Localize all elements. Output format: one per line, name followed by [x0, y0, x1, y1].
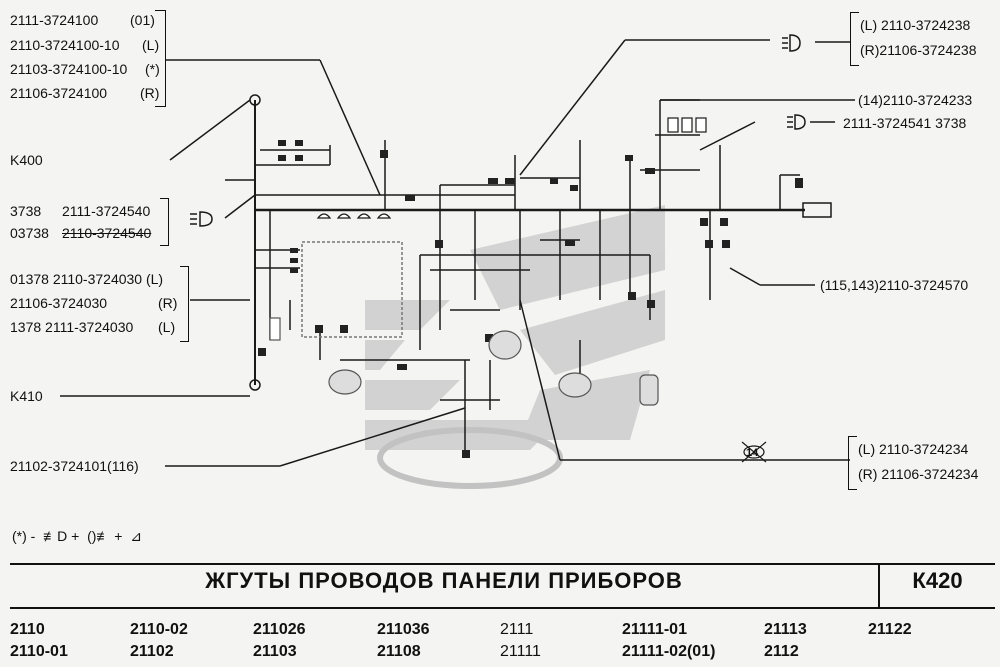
- headlight-icon: [190, 34, 806, 227]
- part-label: 2110-3724100-10: [10, 37, 120, 53]
- k400-label: K400: [10, 152, 43, 168]
- model: 2112: [764, 643, 799, 660]
- k410-label: K410: [10, 388, 43, 404]
- part-label: (L) 2110-3724238: [860, 17, 971, 33]
- part-label: (R) 21106-3724234: [858, 466, 979, 482]
- diagram-code: К420: [912, 568, 963, 593]
- bracket: [160, 198, 169, 246]
- title-divider: [878, 563, 880, 607]
- harness-label: 21106-3724030: [10, 295, 108, 311]
- seat-heater-icon: ⊿: [130, 528, 142, 544]
- harness-variant: (R): [158, 295, 178, 311]
- harness-label: 01378 2110-3724030 (L): [10, 271, 164, 287]
- part-label: (14)2110-3724233: [858, 92, 973, 108]
- part-label: 21106-3724100: [10, 85, 108, 101]
- bottom-part-label: 21102-3724101(116): [10, 458, 139, 474]
- page-title: ЖГУТЫ ПРОВОДОВ ПАНЕЛИ ПРИБОРОВ: [205, 568, 683, 593]
- harness-label: 1378 2111-3724030: [10, 319, 134, 335]
- watermark-logo: [365, 205, 665, 489]
- part-label: (R)21106-3724238: [860, 42, 977, 58]
- fog-part: 2110-3724540: [62, 225, 152, 241]
- part-label: 2111-3724100: [10, 12, 99, 28]
- bracket: [155, 10, 166, 107]
- rear-fog-icon: ()≢ +: [87, 528, 127, 544]
- model: 21111-02(01): [622, 643, 716, 660]
- part-variant: (L): [142, 37, 160, 53]
- part-label: (L) 2110-3724234: [858, 441, 969, 457]
- model: 21122: [868, 621, 912, 638]
- crossed-icon-label: 14: [746, 447, 759, 459]
- fog-code: 3738: [10, 203, 42, 219]
- model: 21108: [377, 643, 421, 660]
- fog-code: 03738: [10, 225, 49, 241]
- model: 211026: [253, 621, 306, 638]
- part-label: 21103-3724100-10: [10, 61, 128, 77]
- legend: (*) - ≢D + ()≢ + ⊿: [12, 528, 142, 545]
- model: 2110-01: [10, 643, 68, 660]
- harness-variant: (L): [158, 319, 176, 335]
- model: 21102: [130, 643, 174, 660]
- wiring-diagram: [60, 34, 855, 489]
- crossed-lamp-icon: [741, 441, 767, 463]
- fog-lamp-icon: ≢D +: [39, 528, 84, 544]
- model: 2111: [500, 621, 534, 638]
- title-band: [10, 563, 995, 609]
- part-label: (115,143)2110-3724570: [820, 277, 969, 293]
- bracket: [848, 436, 857, 490]
- model: 21103: [253, 643, 297, 660]
- model: 21111: [500, 643, 541, 660]
- legend-label: (*) -: [12, 528, 36, 544]
- part-variant: (01): [130, 12, 155, 28]
- model: 21113: [764, 621, 807, 638]
- model: 211036: [377, 621, 430, 638]
- part-variant: (*): [145, 61, 160, 77]
- model: 2110-02: [130, 621, 188, 638]
- part-label: 2111-3724541 3738: [843, 115, 967, 131]
- fog-part: 2111-3724540: [62, 203, 151, 219]
- bracket: [180, 266, 189, 342]
- part-variant: (R): [140, 85, 160, 101]
- model: 2110: [10, 621, 45, 638]
- bracket: [850, 12, 859, 66]
- model: 21111-01: [622, 621, 687, 638]
